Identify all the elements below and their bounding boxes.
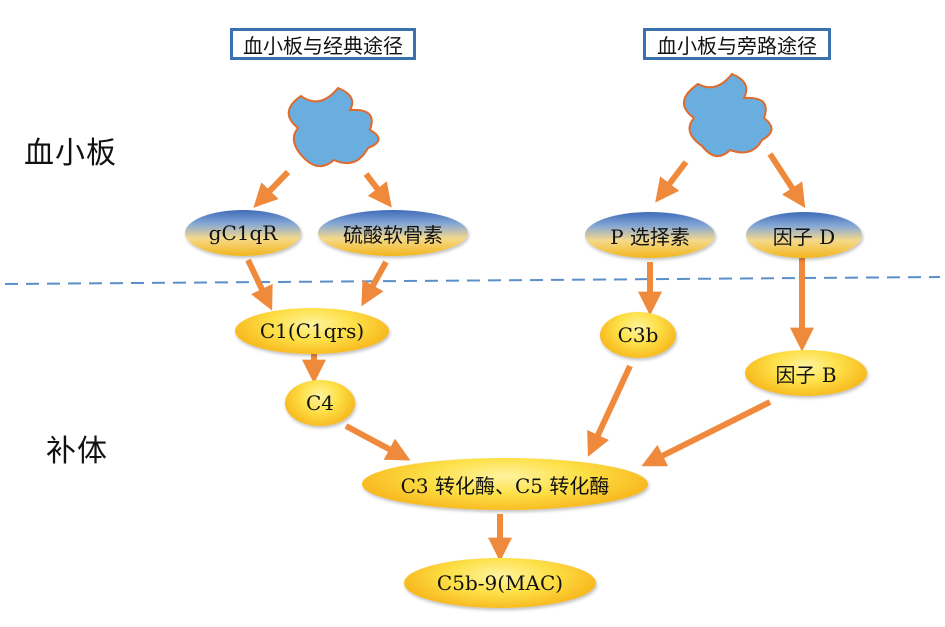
- arrow-gc1qr-to-c1: [245, 258, 273, 311]
- platelet-row-label: 血小板: [24, 136, 117, 171]
- platelet-icon: [287, 86, 380, 167]
- arrow-factor-b-to-convertase: [641, 399, 772, 467]
- membrane-line: [4, 276, 941, 285]
- node-c3-c5-convertase: C3 转化酶、C5 转化酶: [362, 458, 648, 510]
- arrow-platelet-to-chondroitin: [363, 172, 392, 208]
- node-gc1qr: gC1qR: [185, 210, 301, 256]
- alternative-pathway-title: 血小板与旁路途径: [643, 28, 831, 60]
- node-c3b: C3b: [600, 312, 676, 358]
- arrow-platelet-to-gc1qr: [253, 169, 291, 208]
- arrow-c4-to-convertase: [344, 423, 411, 461]
- arrow-platelet-to-factor-d: [767, 152, 806, 209]
- node-c4: C4: [285, 380, 355, 426]
- arrow-c3b-to-convertase: [587, 364, 633, 457]
- node-mac: C5b-9(MAC): [404, 558, 596, 608]
- complement-row-label: 补体: [46, 434, 108, 469]
- node-p-selectin: P 选择素: [585, 212, 715, 258]
- arrow-platelet-to-p-selectin: [655, 160, 689, 203]
- node-c1: C1(C1qrs): [235, 308, 389, 354]
- node-factor-b: 因子 B: [745, 350, 867, 396]
- classical-pathway-title: 血小板与经典途径: [230, 28, 416, 60]
- arrow-chondroitin-to-c1: [361, 260, 389, 307]
- platelet-icon: [683, 72, 773, 157]
- node-chondroitin-sulfate: 硫酸软骨素: [318, 210, 468, 256]
- node-factor-d: 因子 D: [746, 212, 862, 258]
